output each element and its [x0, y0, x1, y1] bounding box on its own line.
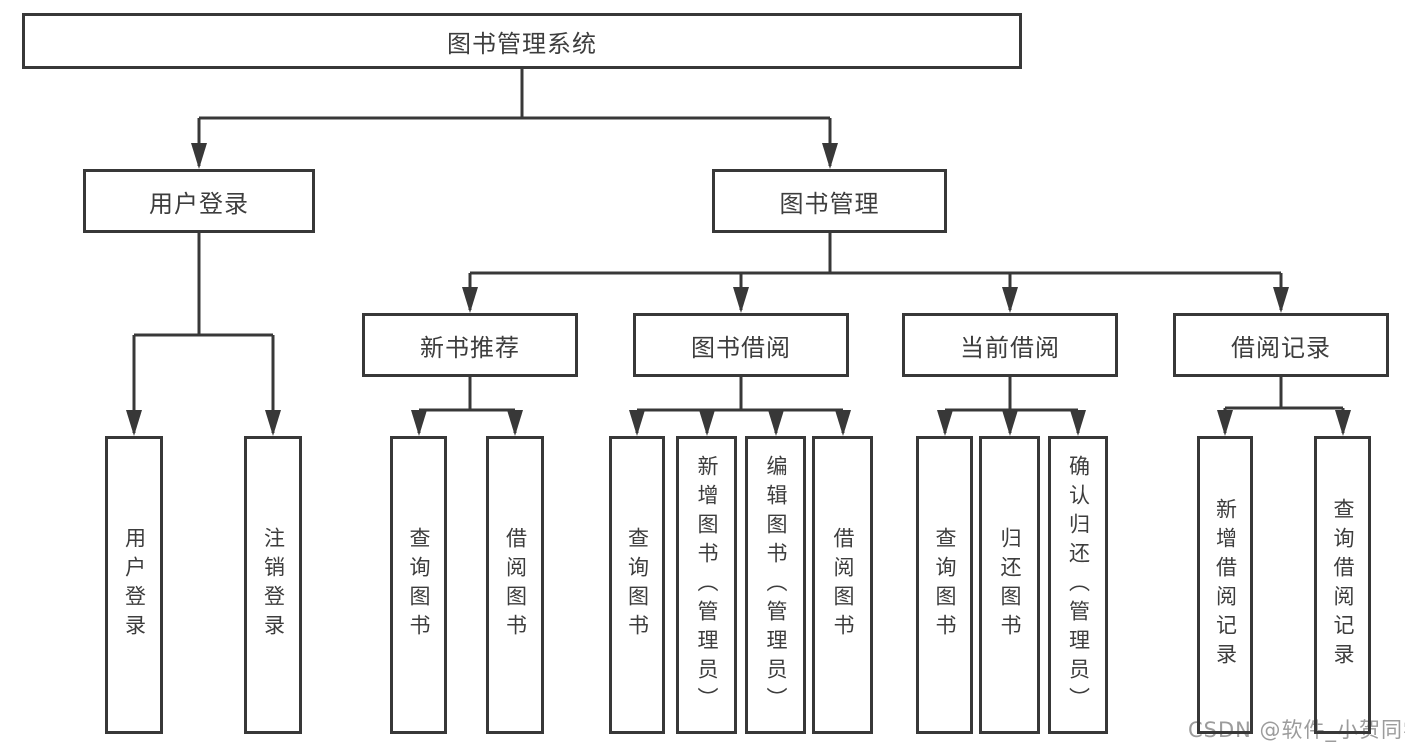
node-label: 查询图书 [933, 527, 957, 643]
leaf-query-books-2: 查询图书 [609, 436, 665, 734]
node-label: 查询图书 [625, 527, 650, 643]
node-label: 借阅记录 [1231, 333, 1331, 362]
node-label: 图书管理系统 [447, 29, 597, 58]
node-label: 当前借阅 [960, 333, 1060, 362]
node-label: 查询图书 [407, 527, 431, 643]
node-book-borrowing: 图书借阅 [633, 313, 849, 377]
node-borrowing-records: 借阅记录 [1173, 313, 1389, 377]
node-label: 新增图书（管理员） [695, 454, 719, 716]
leaf-query-books-1: 查询图书 [390, 436, 447, 734]
node-label: 查询借阅记录 [1331, 498, 1355, 672]
node-label: 借阅图书 [503, 527, 528, 643]
node-label: 借阅图书 [831, 527, 855, 643]
leaf-borrow-books-1: 借阅图书 [486, 436, 544, 734]
node-label: 归还图书 [998, 527, 1022, 643]
node-label: 确认归还（管理员） [1066, 454, 1091, 716]
leaf-edit-book-admin: 编辑图书（管理员） [745, 436, 806, 734]
node-book-management: 图书管理 [712, 169, 947, 233]
node-label: 注销登录 [261, 527, 286, 643]
node-new-book-recommendation: 新书推荐 [362, 313, 578, 377]
node-label: 新增借阅记录 [1213, 498, 1238, 672]
leaf-add-borrow-record: 新增借阅记录 [1197, 436, 1253, 734]
leaf-query-books-3: 查询图书 [916, 436, 973, 734]
node-label: 图书借阅 [691, 333, 791, 362]
node-current-borrowing: 当前借阅 [902, 313, 1118, 377]
node-label: 新书推荐 [420, 333, 520, 362]
leaf-confirm-return-admin: 确认归还（管理员） [1048, 436, 1108, 734]
node-label: 编辑图书（管理员） [764, 454, 788, 716]
leaf-borrow-books-2: 借阅图书 [812, 436, 873, 734]
node-library-management-system: 图书管理系统 [22, 13, 1022, 69]
leaf-user-login: 用户登录 [105, 436, 163, 734]
arrowheads [126, 143, 1351, 436]
node-label: 用户登录 [149, 189, 249, 218]
leaf-logout: 注销登录 [244, 436, 302, 734]
node-label: 图书管理 [779, 189, 880, 218]
leaf-add-book-admin: 新增图书（管理员） [676, 436, 737, 734]
node-label: 用户登录 [122, 527, 147, 643]
leaf-query-borrow-record: 查询借阅记录 [1314, 436, 1371, 734]
node-user-login: 用户登录 [83, 169, 315, 233]
leaf-return-books: 归还图书 [979, 436, 1040, 734]
